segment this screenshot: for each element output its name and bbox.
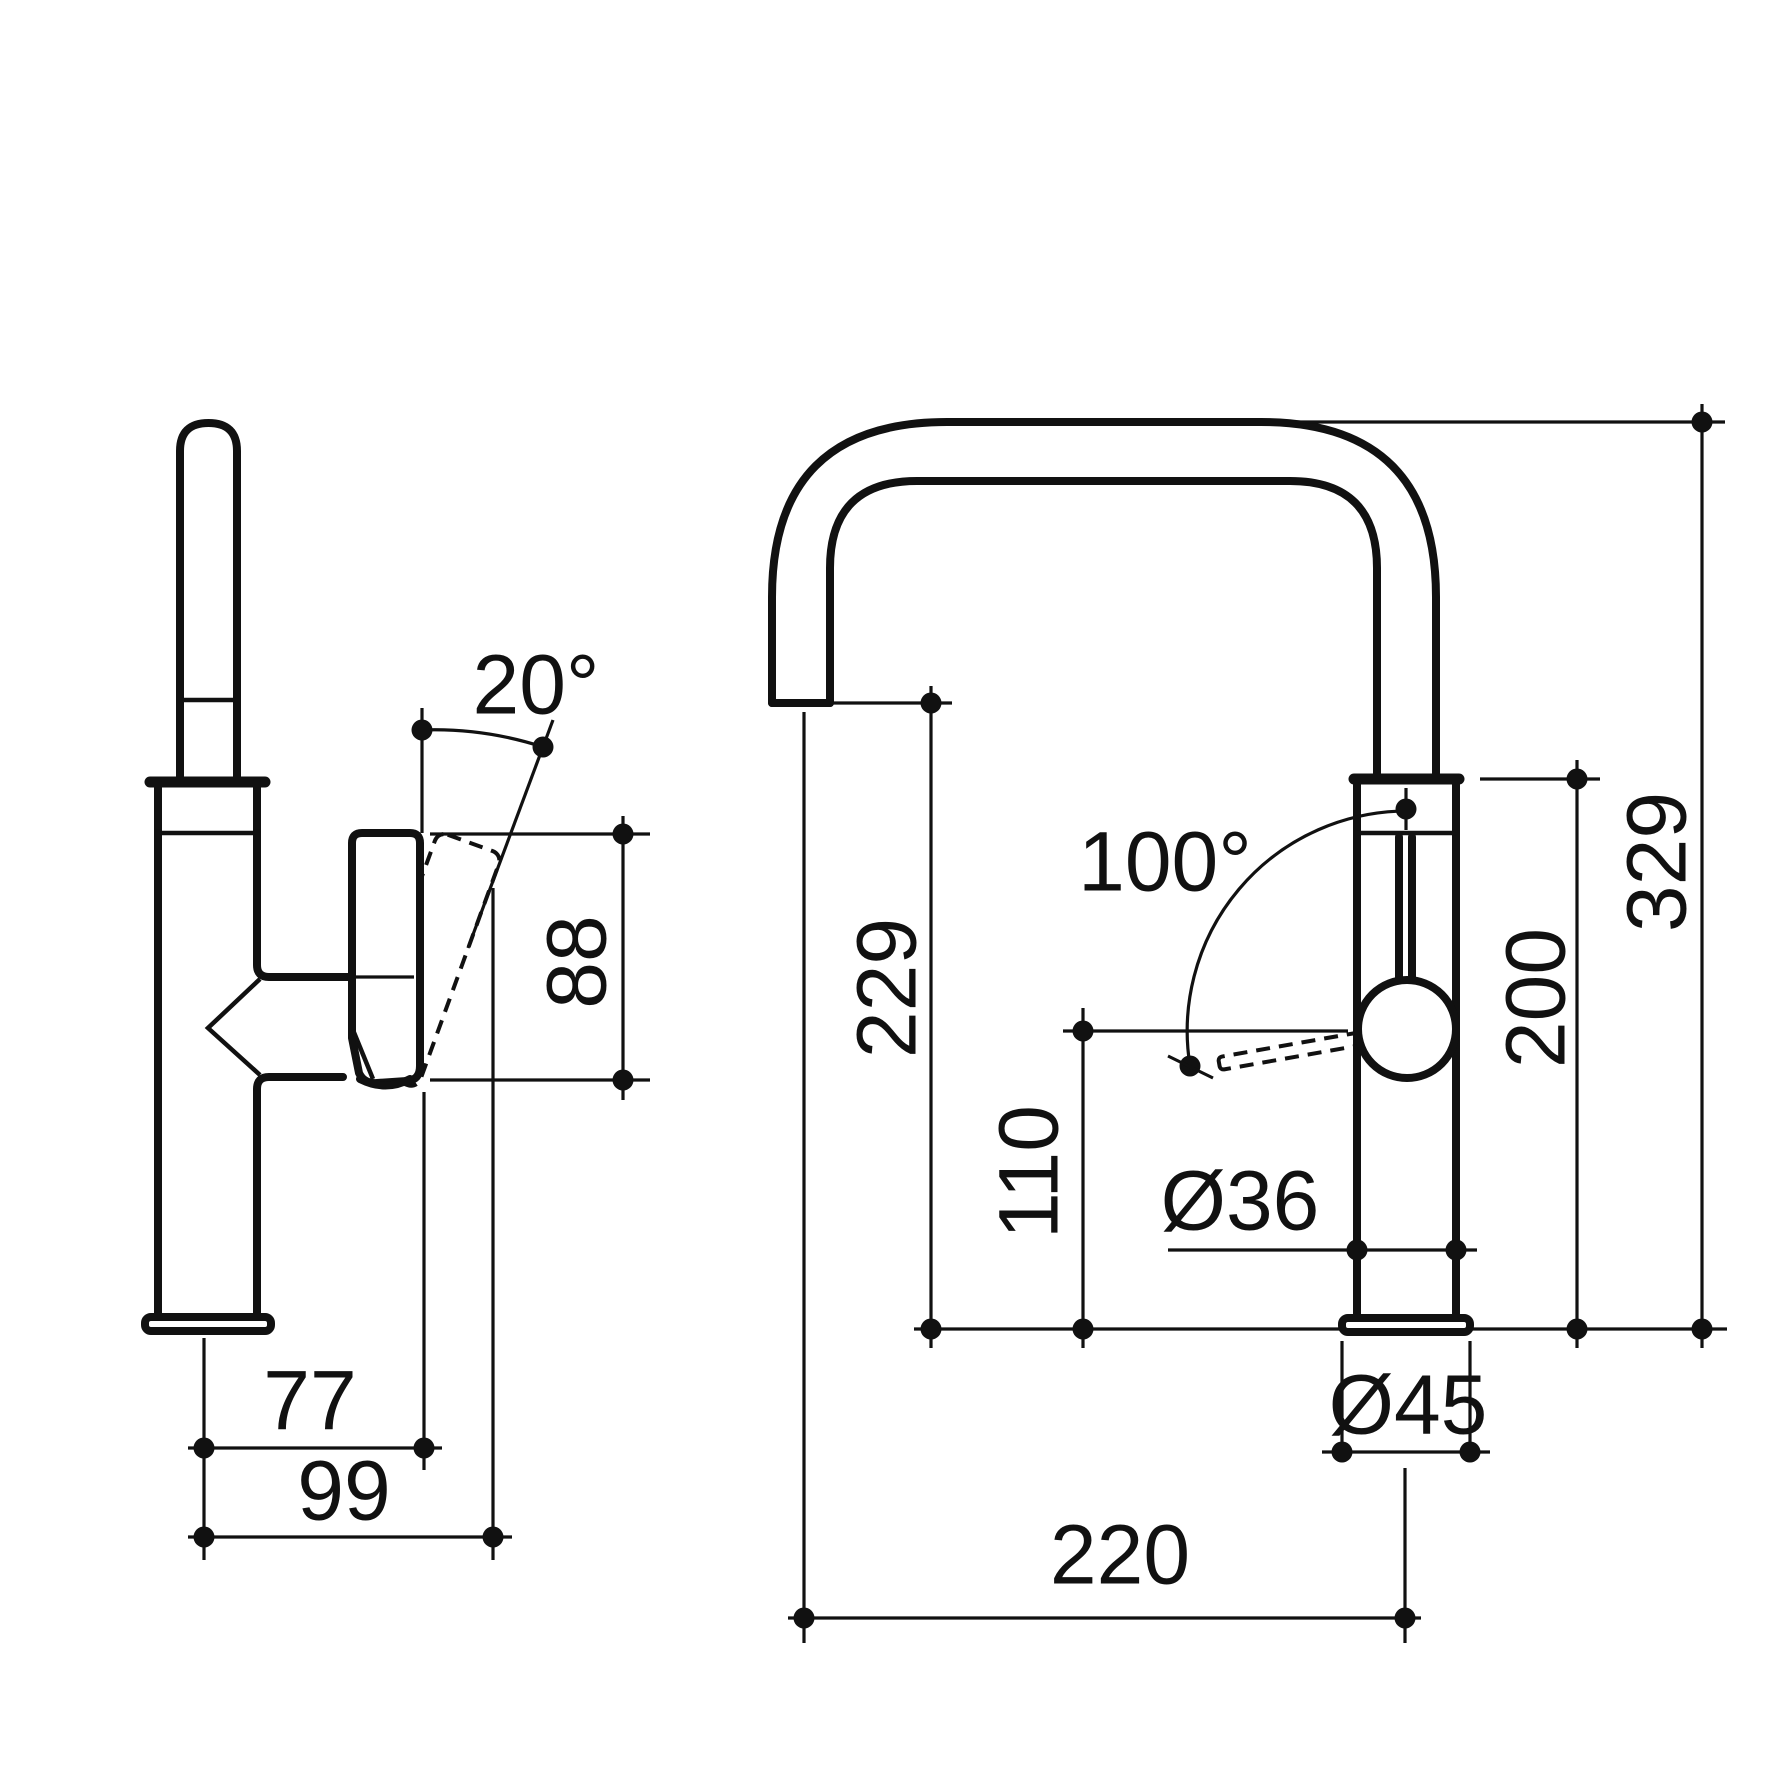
dim200-dot-bottom (1566, 1318, 1588, 1340)
dim45-dot-right (1459, 1441, 1481, 1463)
side-base-flange (141, 1313, 275, 1335)
dim329-dot-top (1691, 411, 1713, 433)
dim36-dot-left (1346, 1239, 1368, 1261)
angle100-dot-top (1395, 798, 1417, 820)
side-lever-bottom-tip (356, 1075, 414, 1090)
side-lever-outline (348, 829, 424, 1088)
label-handle-reach: 99 (297, 1444, 390, 1538)
angle20-arc (421, 728, 544, 749)
dim220-dot-right (1394, 1607, 1416, 1629)
front-handle-rotated-dashed (1216, 1028, 1378, 1072)
label-handle-offset: 77 (263, 1354, 356, 1448)
dim200-dot-top (1566, 768, 1588, 790)
dim99-dot-left (193, 1526, 215, 1548)
dim88-dot-top (612, 823, 634, 845)
label-body-height: 200 (1489, 928, 1583, 1068)
side-spout-tangent-lines (204, 977, 262, 1077)
dim36-dot-right (1445, 1239, 1467, 1261)
angle100-end-tick (1167, 1054, 1214, 1080)
dim220-dot-left (793, 1607, 815, 1629)
dim77-dot-left (193, 1437, 215, 1459)
label-spout-reach: 220 (1050, 1508, 1190, 1602)
label-base-diameter: Ø45 (1329, 1358, 1488, 1452)
label-handle-length: 88 (530, 915, 624, 1008)
dim329-dot-bottom (1691, 1318, 1713, 1340)
label-handle-pivot-height: 110 (982, 1105, 1076, 1239)
label-body-diameter: Ø36 (1161, 1154, 1320, 1248)
side-handle-rod-outline (176, 419, 241, 786)
angle20-dot-right (532, 736, 554, 758)
side-view (141, 419, 650, 1560)
dim77-dot-right (413, 1437, 435, 1459)
dim99-dot-right (482, 1526, 504, 1548)
side-body-right-edge-lower (253, 1073, 347, 1321)
dim88-dot-bottom (612, 1069, 634, 1091)
front-spout-inner-outline (826, 477, 1381, 783)
dim229-dot-bottom (920, 1318, 942, 1340)
angle100-arc (1185, 809, 1407, 1067)
label-spout-outlet-height: 229 (840, 918, 934, 1058)
dim45-dot-left (1331, 1441, 1353, 1463)
side-lever-chamfer-line (350, 1029, 376, 1080)
front-handle-ball (1354, 976, 1460, 1082)
dim229-dot-top (920, 692, 942, 714)
label-handle-tilt-angle: 20° (472, 638, 599, 732)
dim110-dot-top (1072, 1020, 1094, 1042)
angle20-dot-left (411, 719, 433, 741)
front-view (768, 404, 1727, 1643)
label-overall-height: 329 (1610, 792, 1704, 932)
dim110-dot-bottom (1072, 1318, 1094, 1340)
front-spout-outer-outline (768, 418, 1440, 783)
label-handle-rotation-angle: 100° (1078, 815, 1252, 909)
dimension-labels: 20° 88 77 99 100° 229 110 Ø36 200 329 Ø4… (263, 638, 1703, 1602)
front-base-flange (1338, 1314, 1474, 1336)
side-body-right-edge-upper (253, 829, 356, 981)
